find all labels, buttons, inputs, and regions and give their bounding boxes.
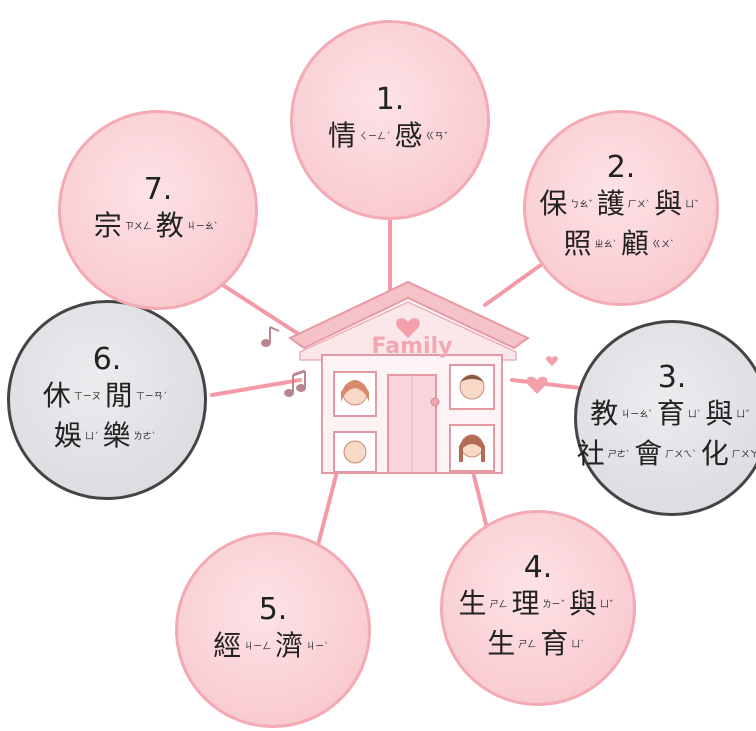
function-node-5-economy: 5. 經ㄐㄧㄥ濟ㄐㄧˋ	[175, 532, 371, 728]
heart-icon-small	[546, 356, 558, 366]
music-note-icon	[261, 326, 306, 397]
function-node-7-religion: 7. 宗ㄗㄨㄥ教ㄐㄧㄠˋ	[58, 110, 258, 310]
node-label-line-1: 休ㄒㄧㄡ閒ㄒㄧㄢˊ	[42, 379, 168, 412]
connector-7	[213, 278, 302, 337]
node-number: 1.	[375, 82, 405, 117]
connector-5	[316, 458, 342, 547]
node-number: 6.	[92, 342, 122, 377]
house-illustration	[261, 280, 558, 474]
node-label: 宗ㄗㄨㄥ教ㄐㄧㄠˋ	[93, 209, 219, 242]
portrait-girl	[449, 424, 495, 472]
house-sign: Family	[372, 334, 453, 359]
node-number: 3.	[657, 360, 687, 395]
connector-2	[483, 260, 547, 307]
house-roof	[288, 280, 530, 350]
node-label: 經ㄐㄧㄥ濟ㄐㄧˋ	[213, 629, 329, 662]
heart-icon-large	[526, 376, 548, 394]
heart-icon-roof	[396, 318, 420, 338]
node-number: 4.	[523, 550, 553, 585]
node-number: 2.	[606, 150, 636, 185]
connector-6	[210, 378, 302, 397]
node-label-line-2: 社ㄕㄜˋ會ㄏㄨㄟˋ化ㄏㄨㄚˋ	[576, 437, 756, 470]
node-label-line-2: 生ㄕㄥ育ㄩˋ	[487, 627, 585, 660]
node-number: 7.	[143, 172, 173, 207]
door-knob	[430, 397, 440, 407]
portrait-boy	[333, 431, 377, 473]
node-number: 5.	[258, 592, 288, 627]
